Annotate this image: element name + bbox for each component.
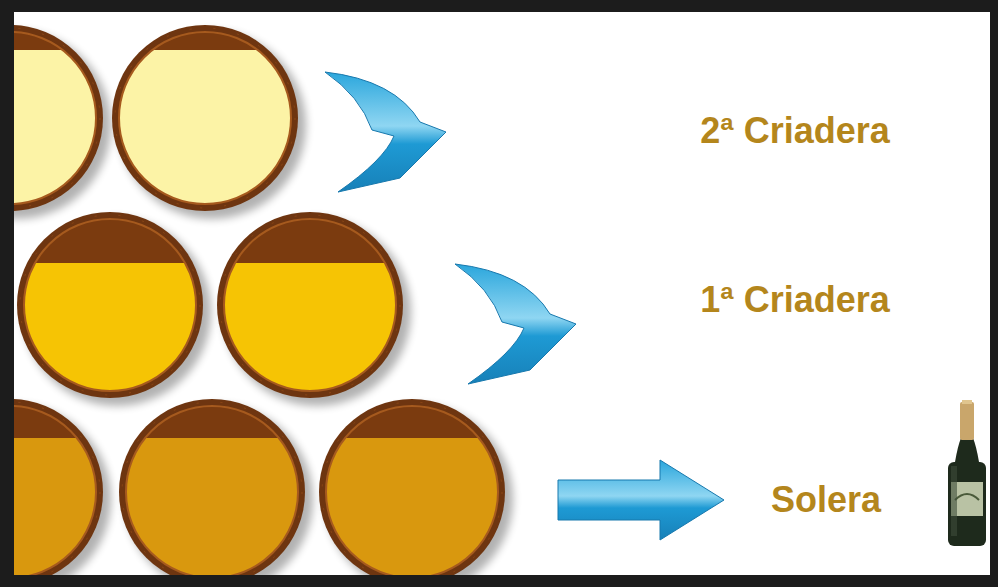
stage-label: Solera [771, 480, 881, 520]
stage-label: 1ª Criadera [700, 280, 889, 320]
stage-label: 2ª Criadera [700, 111, 889, 151]
sherry-bottle [948, 400, 986, 546]
